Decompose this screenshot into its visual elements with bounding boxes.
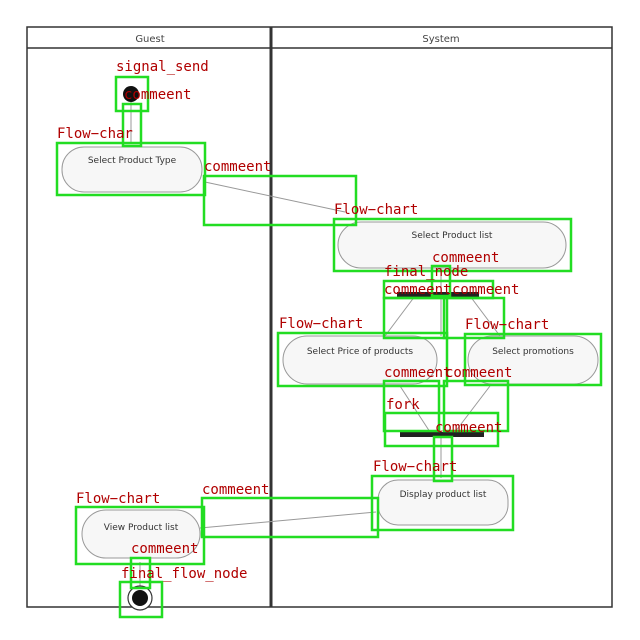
box-comment-type-list — [202, 174, 358, 227]
box-comment-join-display — [432, 435, 454, 483]
box-signal-send — [114, 75, 150, 113]
label-flowchart-type: Flow−char — [57, 126, 133, 142]
edge-display-to-view — [199, 511, 377, 529]
label-comment-1: commeent — [124, 87, 191, 103]
node-view-product-list-label: View Product list — [104, 523, 179, 533]
node-select-price-label: Select Price of products — [307, 347, 414, 357]
box-comment-display-view — [200, 496, 380, 539]
box-flowchart-promotions — [463, 332, 603, 387]
box-flowchart-type — [55, 141, 207, 197]
label-comment-6: commeent — [384, 365, 451, 381]
fork-bar — [397, 292, 479, 297]
label-final-flow-node: final_flow_node — [121, 566, 247, 582]
node-select-price — [282, 335, 438, 385]
label-signal-send: signal_send — [116, 59, 209, 75]
edge-promotions-to-join — [454, 385, 491, 433]
start-node — [123, 86, 139, 102]
label-flowchart-view: Flow−chart — [76, 491, 160, 507]
label-final-node: final_node — [384, 264, 468, 280]
edge-type-to-list — [204, 181, 346, 213]
box-fork — [383, 411, 500, 448]
lane-title-guest: Guest — [135, 34, 164, 45]
label-comment-10: commeent — [131, 541, 198, 557]
box-comment-fork-price — [382, 296, 449, 340]
box-final-flow-node — [118, 580, 164, 619]
box-comment-price-join — [382, 379, 441, 433]
node-select-product-type-label: Select Product Type — [88, 156, 177, 166]
swimlane-frame: Guest System — [26, 26, 613, 608]
label-comment-4: commeent — [384, 282, 451, 298]
activity-nodes: Select Product Type Select Product list … — [61, 86, 599, 611]
edge-fork-to-price — [384, 295, 416, 337]
annotation-boxes — [55, 75, 603, 619]
node-select-promotions-label: Select promotions — [492, 347, 574, 357]
label-flowchart-display: Flow−chart — [373, 459, 457, 475]
box-flowchart-price — [276, 331, 449, 388]
box-comment-promotions-join — [442, 379, 510, 433]
box-comment-start — [121, 102, 143, 148]
node-select-product-type — [61, 146, 203, 193]
lane-title-system: System — [422, 34, 459, 45]
end-node — [132, 590, 148, 606]
box-flowchart-display — [370, 474, 515, 532]
edge-fork-to-promotions — [469, 295, 501, 337]
label-comment-8: commeent — [435, 420, 502, 436]
label-comment-2: commeent — [204, 159, 271, 175]
edge-price-to-join — [399, 385, 431, 433]
node-display-product-list — [377, 479, 509, 526]
label-comment-9: commeent — [202, 482, 269, 498]
join-bar — [400, 432, 484, 437]
annotation-labels: signal_send commeent Flow−char commeent … — [57, 59, 549, 582]
flow-edges — [130, 102, 501, 588]
box-comment-view-end — [129, 556, 152, 590]
label-comment-5: commeent — [452, 282, 519, 298]
node-select-product-list-label: Select Product list — [412, 231, 493, 241]
node-select-product-list — [337, 221, 567, 269]
box-comment-fork-promotions — [442, 296, 506, 340]
label-comment-3: commeent — [432, 250, 499, 266]
label-flowchart-promotions: Flow−chart — [465, 317, 549, 333]
label-comment-7: commeent — [445, 365, 512, 381]
node-display-product-list-label: Display product list — [400, 490, 487, 500]
label-flowchart-price: Flow−chart — [279, 316, 363, 332]
frame-border — [26, 26, 613, 608]
label-fork: fork — [386, 397, 420, 413]
box-flowchart-list — [332, 217, 573, 273]
label-flowchart-list: Flow−chart — [334, 202, 418, 218]
box-flowchart-view — [74, 505, 206, 566]
